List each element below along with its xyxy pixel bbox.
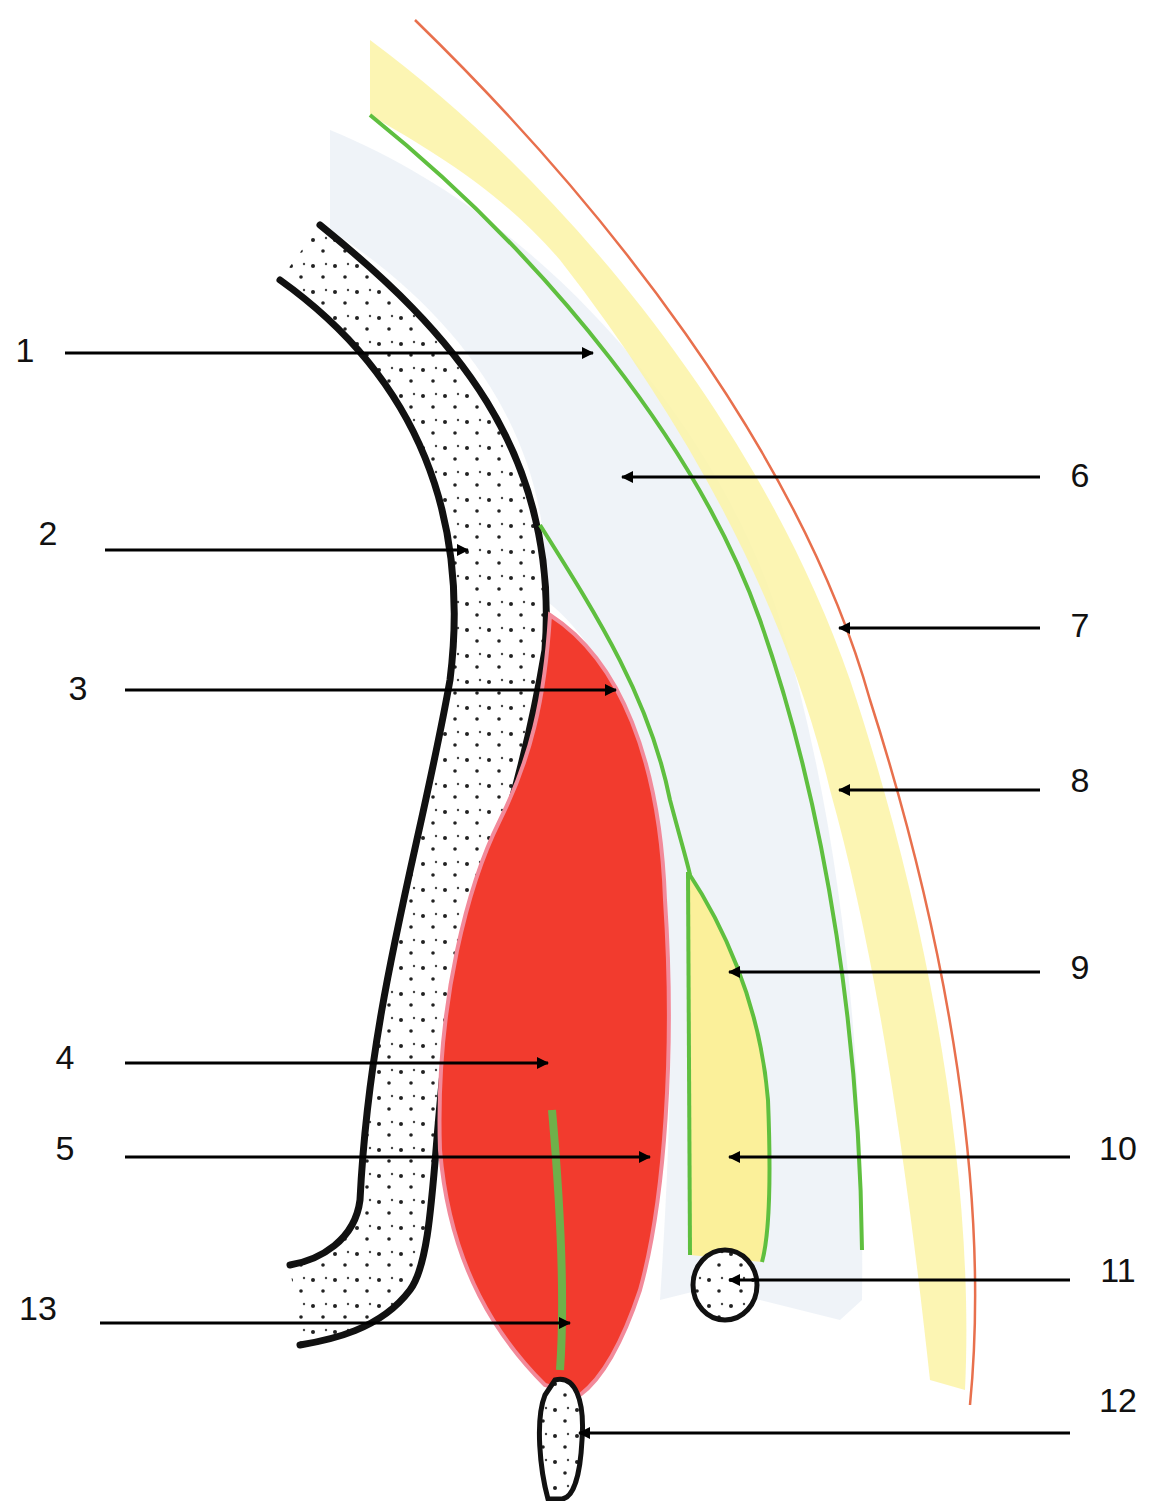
leader-line bbox=[125, 1062, 548, 1065]
fascia-line bbox=[540, 525, 690, 875]
leader-line bbox=[105, 549, 468, 552]
callout-number: 6 bbox=[1071, 458, 1090, 492]
leader-line bbox=[125, 689, 616, 692]
callout-number: 13 bbox=[19, 1291, 57, 1325]
bone-outline bbox=[280, 280, 454, 1265]
callout-number: 1 bbox=[16, 333, 35, 367]
muscle-septum bbox=[552, 1110, 562, 1370]
callout-number: 12 bbox=[1099, 1383, 1137, 1417]
callout-number: 7 bbox=[1071, 608, 1090, 642]
muscle bbox=[440, 615, 669, 1395]
leader-line bbox=[622, 476, 1040, 479]
callout-number: 3 bbox=[69, 671, 88, 705]
callout-number: 11 bbox=[1100, 1253, 1135, 1287]
round-structure bbox=[693, 1250, 757, 1320]
fat-pad bbox=[688, 872, 770, 1262]
callout-number: 9 bbox=[1071, 950, 1090, 984]
leader-line bbox=[65, 352, 593, 355]
leader-line bbox=[579, 1432, 1070, 1435]
leader-line bbox=[839, 789, 1040, 792]
fat-pad-line bbox=[688, 872, 690, 1255]
callout-number: 8 bbox=[1071, 763, 1090, 797]
callout-number: 2 bbox=[39, 516, 58, 550]
leader-line bbox=[839, 627, 1040, 630]
fat-pad-line bbox=[688, 872, 770, 1262]
leader-line bbox=[729, 971, 1040, 974]
tarsal-end bbox=[539, 1379, 582, 1499]
leader-line bbox=[729, 1279, 1070, 1282]
callout-number: 5 bbox=[56, 1131, 75, 1165]
leader-line bbox=[729, 1156, 1070, 1159]
callout-number: 4 bbox=[56, 1040, 75, 1074]
leader-line bbox=[125, 1156, 650, 1159]
leader-line bbox=[100, 1322, 570, 1325]
callout-number: 10 bbox=[1099, 1131, 1137, 1165]
